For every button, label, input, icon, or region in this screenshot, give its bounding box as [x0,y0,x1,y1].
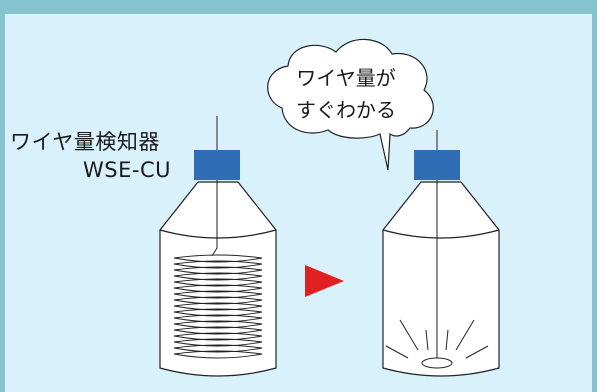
wire-coil [173,254,263,359]
wire-remaining-loop [421,357,453,369]
speech-bubble-line-2: すぐわかる [296,98,396,122]
empty-indicator-lines [385,319,489,359]
transition-arrow [305,265,344,297]
drum-body-right [382,181,500,377]
speech-bubble-line-1: ワイヤ量が [296,66,396,90]
wire-detector-box-right [414,150,460,180]
full-wire-drum [159,116,277,377]
drum-shoulder-right [382,229,500,239]
coil-turn [173,350,263,359]
drum-shoulder-left [159,229,277,239]
speech-bubble [267,38,434,171]
detector-name-label: ワイヤ量検知器 [10,130,160,154]
detector-model-label: WSE-CU [83,158,171,182]
empty-wire-drum [267,38,500,377]
wire-strand-left [211,180,218,257]
wire-detector-box-left [194,150,240,180]
speech-bubble-text: ワイヤ量が すぐわかる [276,62,416,126]
